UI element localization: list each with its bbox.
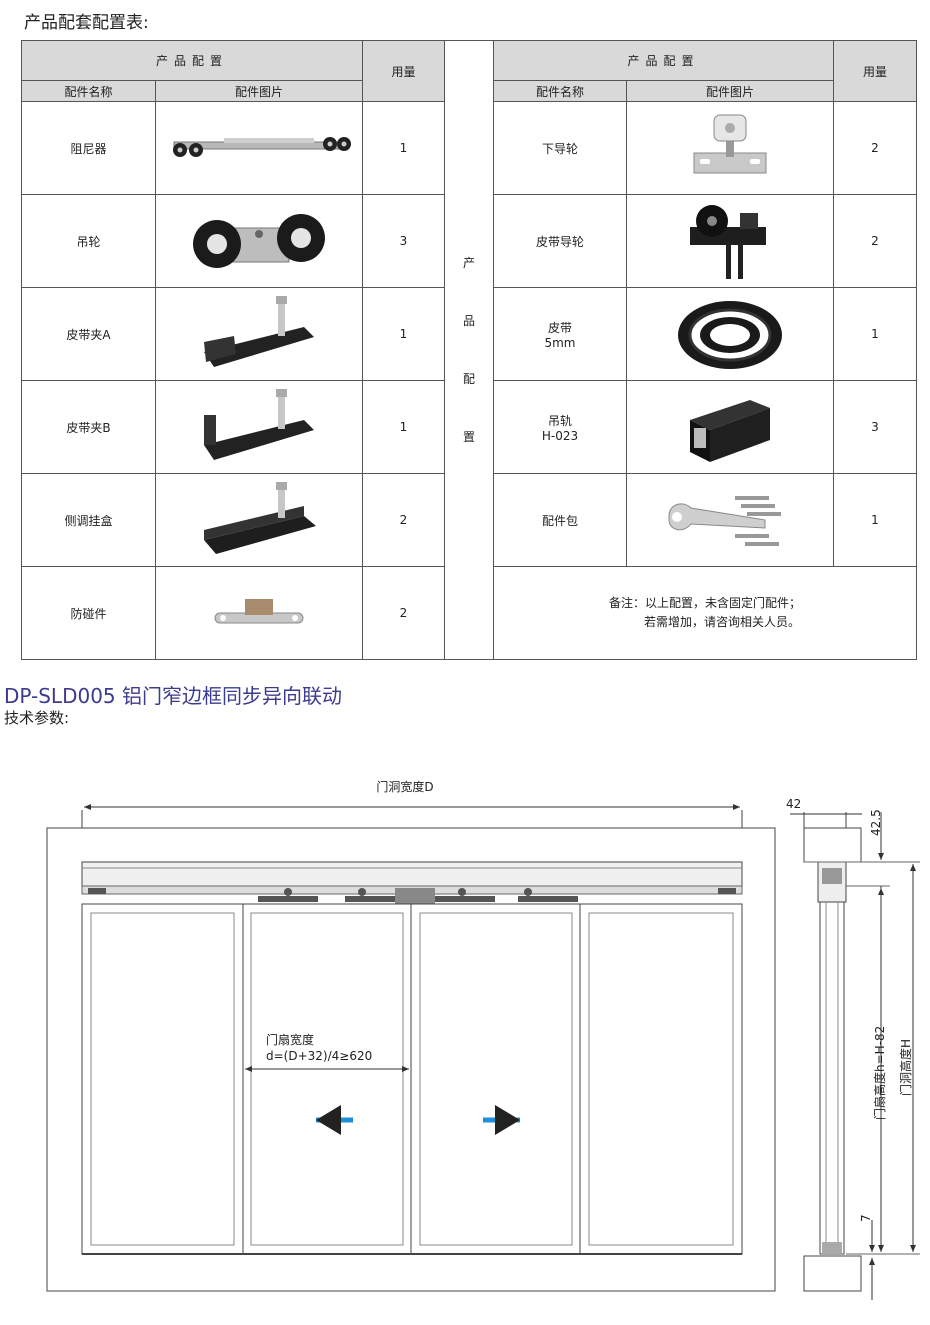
track-rail-icon <box>690 399 770 462</box>
left-image-header: 配件图片 <box>155 80 363 102</box>
part-name: 皮带导轮 <box>493 194 627 288</box>
params-label: 技术参数: <box>4 709 70 727</box>
lower-guide-wheel-icon <box>693 114 767 173</box>
part-qty: 1 <box>833 473 917 567</box>
top-track <box>81 861 743 887</box>
leaf-height-label: 门扇高度h=H-82 <box>872 1026 887 1120</box>
table-row: 阻尼器 1 下导轮 2 <box>21 101 917 195</box>
table-row: 吊轮 3 皮带导轮 2 <box>21 194 917 288</box>
part-name: 皮带夹A <box>21 287 156 381</box>
accessory-pack-icon <box>668 496 781 546</box>
wall-opening-frame <box>46 827 776 1292</box>
part-image <box>626 101 834 195</box>
opening-height-label: 门洞高度H <box>898 1039 913 1096</box>
part-name: 侧调挂盒 <box>21 473 156 567</box>
right-header: 产品配置 <box>493 40 834 81</box>
part-qty: 2 <box>362 473 445 567</box>
part-spec: 5mm <box>544 335 576 350</box>
right-qty-header: 用量 <box>833 40 917 102</box>
part-qty: 3 <box>362 194 445 288</box>
remarks-cell: 备注：以上配置，未含固定门配件； 若需增加，请咨询相关人员。 <box>493 566 917 660</box>
part-qty: 2 <box>833 101 917 195</box>
remark-line: 备注：以上配置，未含固定门配件； <box>608 596 801 610</box>
damper-icon <box>173 137 351 157</box>
part-image <box>626 287 834 381</box>
side-section-view <box>803 827 920 1292</box>
part-name: 吊轮 <box>21 194 156 288</box>
table-row: 皮带夹B 1 吊轨 H-023 3 <box>21 380 917 474</box>
part-name: 皮带 <box>547 320 572 335</box>
part-qty: 2 <box>362 566 445 660</box>
middle-char: 产 <box>462 256 475 270</box>
left-header: 产品配置 <box>21 40 363 81</box>
hanging-wheel-icon <box>193 214 325 268</box>
part-image <box>155 287 363 381</box>
remark-line: 若需增加，请咨询相关人员。 <box>643 615 800 629</box>
part-qty: 1 <box>362 101 445 195</box>
belt-clamp-b-icon <box>204 388 314 460</box>
part-image <box>155 194 363 288</box>
part-qty: 3 <box>833 380 917 474</box>
part-name: 吊轨 <box>547 413 572 428</box>
middle-label-column: 产 品 配 置 <box>444 40 494 660</box>
part-spec: H-023 <box>541 428 579 443</box>
config-table: 产品配置 用量 产 品 配 置 产品配置 用量 配件名称 配件图片 配件名称 配… <box>21 40 917 660</box>
part-name: 配件包 <box>493 473 627 567</box>
part-name: 阻尼器 <box>21 101 156 195</box>
left-qty-header: 用量 <box>362 40 445 102</box>
dim-42-label: 42 <box>786 797 801 811</box>
belt-roll-icon <box>678 300 782 369</box>
part-image <box>155 101 363 195</box>
middle-char: 配 <box>462 372 475 386</box>
model-title: DP-SLD005 铝门窄边框同步异向联动 <box>4 684 343 708</box>
leaf-width-formula: d=(D+32)/4≥620 <box>266 1049 372 1063</box>
right-name-header: 配件名称 <box>493 80 627 102</box>
track-carriers <box>88 888 736 904</box>
bumper-icon <box>214 599 304 624</box>
page-title: 产品配套配置表: <box>24 13 149 33</box>
part-image <box>626 380 834 474</box>
part-qty: 2 <box>833 194 917 288</box>
door-width-label: 门洞宽度D <box>376 779 433 794</box>
part-qty: 1 <box>362 380 445 474</box>
leaf-width-label: 门扇宽度 <box>266 1032 314 1047</box>
part-image <box>155 566 363 660</box>
dim-7-label: 7 <box>859 1214 873 1222</box>
part-qty: 1 <box>833 287 917 381</box>
dim-42-5-label: 42.5 <box>869 809 883 836</box>
table-row: 防碰件 2 备注：以上配置，未含固定门配件； 若需增加，请咨询相关人员。 <box>21 566 917 660</box>
part-name: 防碰件 <box>21 566 156 660</box>
middle-char: 品 <box>462 314 475 328</box>
belt-clamp-a-icon <box>204 295 314 367</box>
part-name: 皮带夹B <box>21 380 156 474</box>
part-name: 下导轮 <box>493 101 627 195</box>
table-row: 皮带夹A 1 皮带 5mm 1 <box>21 287 917 381</box>
part-image <box>626 194 834 288</box>
left-name-header: 配件名称 <box>21 80 156 102</box>
door-leaves <box>81 903 743 1255</box>
technical-drawing: 门洞宽度D 门扇宽度 d=(D+32)/4≥620 <box>46 779 920 1300</box>
part-image <box>155 473 363 567</box>
part-image <box>155 380 363 474</box>
side-hanger-box-icon <box>204 481 316 554</box>
part-qty: 1 <box>362 287 445 381</box>
part-image <box>626 473 834 567</box>
right-image-header: 配件图片 <box>626 80 834 102</box>
belt-guide-wheel-icon <box>690 205 766 279</box>
middle-char: 置 <box>462 430 475 444</box>
